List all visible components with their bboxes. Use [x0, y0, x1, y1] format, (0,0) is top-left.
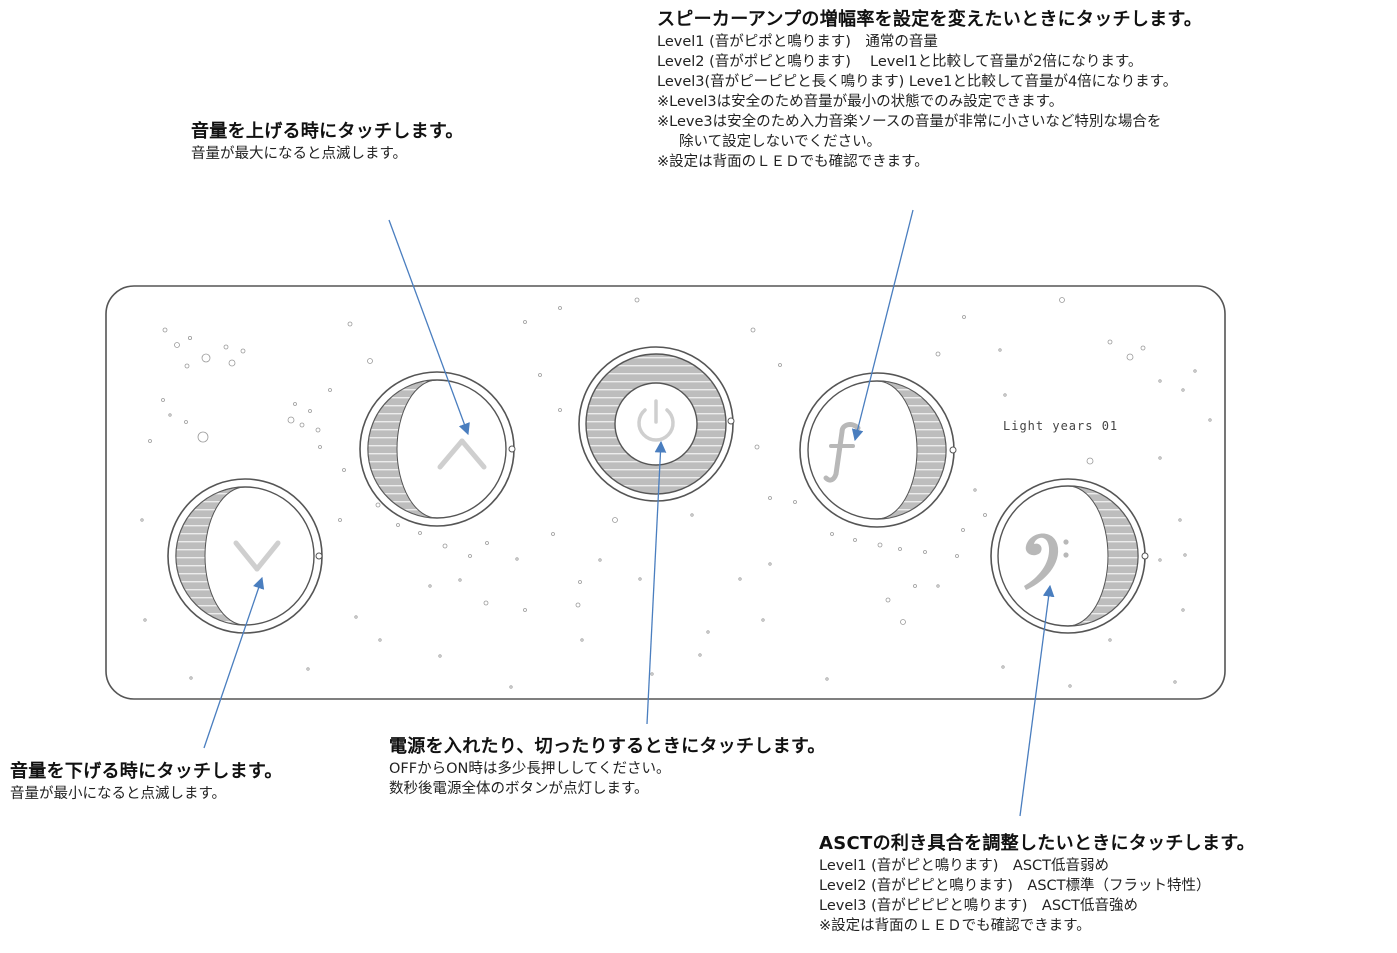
panel-texture — [140, 297, 1212, 689]
annotation-line: 除いて設定しないでください。 — [679, 134, 882, 150]
annotation-line: ※Leve3は安全のため入力音楽ソースの音量が非常に小さいなど特別な場合を — [657, 114, 1162, 130]
arrow-power — [646, 440, 667, 725]
annotation-line: Level1 (音がピポと鳴ります) 通常の音量 — [657, 34, 938, 50]
annotation-line: Level2 (音がピピと鳴ります) ASCT標準（フラット特性） — [819, 878, 1211, 894]
annotation-asct: ASCTの利き具合を調整したいときにタッチします。 Level1 (音がピと鳴り… — [819, 832, 1255, 936]
annotation-line: 音量が最小になると点滅します。 — [10, 786, 227, 802]
annotation-title: スピーカーアンプの増幅率を設定を変えたいときにタッチします。 — [657, 9, 1203, 30]
panel-model-label: Light years 01 — [1003, 419, 1118, 433]
chevron-down-icon — [233, 540, 281, 572]
annotation-title: 音量を下げる時にタッチします。 — [10, 761, 283, 782]
annotation-line: 音量が最大になると点滅します。 — [191, 146, 408, 162]
bass-clef-icon — [1024, 533, 1069, 590]
annotation-line: Level1 (音がピと鳴ります) ASCT低音弱め — [819, 858, 1110, 874]
annotation-line: ※設定は背面のＬＥＤでも確認できます。 — [657, 154, 929, 170]
arrow-amp-gain — [851, 209, 914, 442]
asct-button[interactable] — [990, 478, 1149, 634]
annotation-power: 電源を入れたり、切ったりするときにタッチします。 OFFからON時は多少長押しし… — [389, 735, 826, 799]
chevron-up-icon — [437, 438, 487, 470]
annotation-line: Level3 (音がピピピと鳴ります) ASCT低音強め — [819, 898, 1139, 914]
power-icon — [637, 399, 675, 442]
arrow-volume-down — [203, 576, 265, 749]
annotation-line: 数秒後電源全体のボタンが点灯します。 — [389, 781, 649, 797]
forte-f-icon — [823, 422, 861, 483]
annotation-title: 音量を上げる時にタッチします。 — [191, 121, 464, 142]
annotation-title: ASCTの利き具合を調整したいときにタッチします。 — [819, 833, 1256, 854]
power-button[interactable] — [578, 346, 735, 502]
amp-gain-button[interactable] — [799, 372, 957, 528]
annotation-line: ※設定は背面のＬＥＤでも確認できます。 — [819, 918, 1091, 934]
annotation-volume-up: 音量を上げる時にタッチします。 音量が最大になると点滅します。 — [191, 120, 464, 164]
annotation-line: Level2 (音がポピと鳴ります) Level1と比較して音量が2倍になります… — [657, 54, 1143, 70]
volume-down-button[interactable] — [167, 478, 323, 634]
volume-up-button[interactable] — [359, 371, 516, 527]
annotation-title: 電源を入れたり、切ったりするときにタッチします。 — [389, 736, 826, 757]
annotation-volume-down: 音量を下げる時にタッチします。 音量が最小になると点滅します。 — [10, 760, 283, 804]
annotation-line: OFFからON時は多少長押ししてください。 — [389, 761, 671, 777]
annotation-line: Level3(音がピーピピと長く鳴ります) Leve1と比較して音量が4倍になり… — [657, 74, 1178, 90]
callout-arrows — [203, 209, 1055, 817]
arrow-asct — [1019, 584, 1055, 817]
annotation-amp-gain: スピーカーアンプの増幅率を設定を変えたいときにタッチします。 Level1 (音… — [657, 8, 1202, 172]
annotation-line: ※Level3は安全のため音量が最小の状態でのみ設定できます。 — [657, 94, 1064, 110]
arrow-volume-up — [388, 219, 470, 436]
